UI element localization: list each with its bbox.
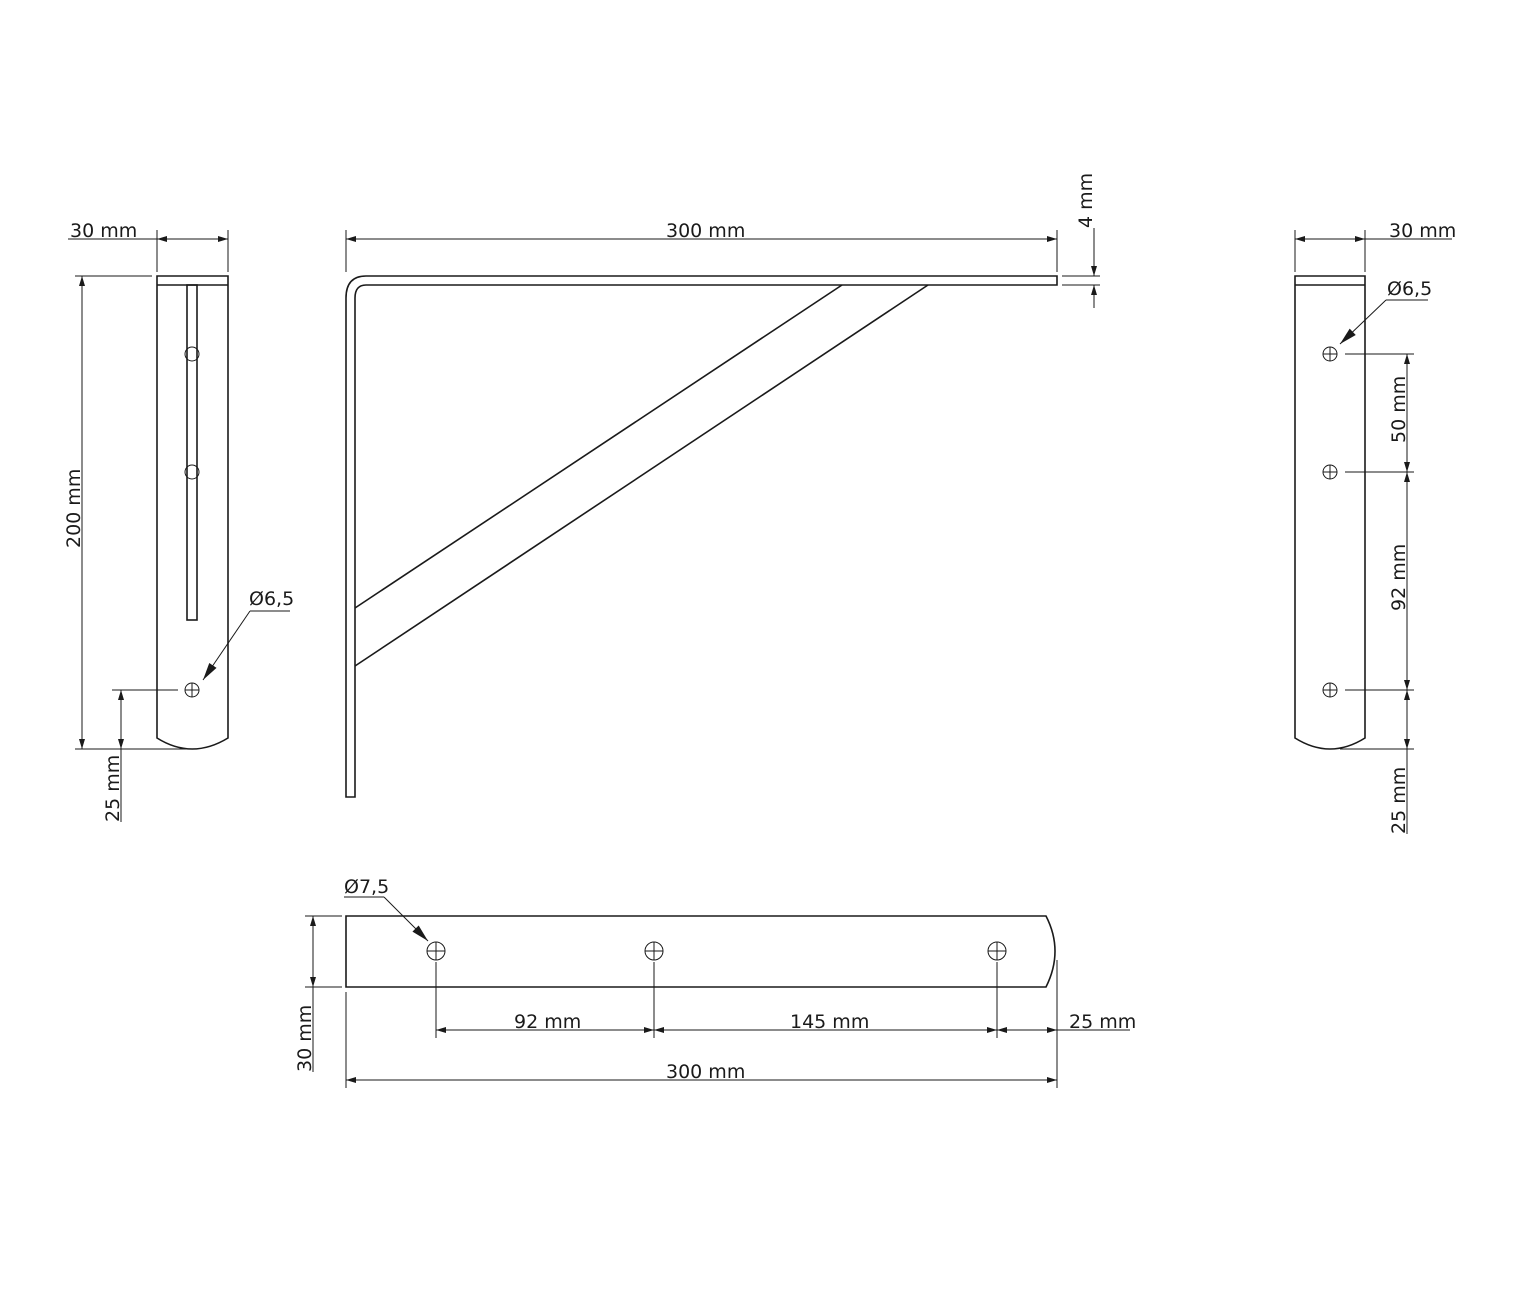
- left-width-label: 30 mm: [70, 220, 137, 242]
- top-arm-view: Ø7,5 30 mm 92 mm 145 mm 25 mm 300 mm: [294, 876, 1136, 1088]
- arm-spacing-2-label: 145 mm: [790, 1011, 869, 1033]
- left-bottom-offset-label: 25 mm: [102, 755, 124, 822]
- right-spacing-mid-label: 92 mm: [1388, 544, 1410, 611]
- front-length-label: 300 mm: [666, 220, 745, 242]
- arm-end-offset-label: 25 mm: [1069, 1011, 1136, 1033]
- left-hole-label: Ø6,5: [249, 588, 294, 610]
- right-hole-label: Ø6,5: [1387, 278, 1432, 300]
- brace-lower-edge: [354, 284, 929, 667]
- arm-hole-3: [987, 941, 1007, 961]
- arm-length-label: 300 mm: [666, 1061, 745, 1083]
- arm-hole-2: [644, 941, 664, 961]
- right-hole-middle: [1322, 464, 1338, 480]
- right-side-view: 30 mm Ø6,5 50 mm 92 mm 25 mm: [1294, 220, 1456, 834]
- arm-hole-label: Ø7,5: [344, 876, 389, 898]
- left-plate-outline: [156, 275, 229, 750]
- arm-spacing-1-label: 92 mm: [514, 1011, 581, 1033]
- arm-width-label: 30 mm: [294, 1005, 316, 1072]
- bracket-profile-outer: [345, 275, 1058, 798]
- left-slot-hole-lower: [184, 464, 200, 480]
- right-hole-bottom: [1322, 682, 1338, 698]
- left-slot: [186, 284, 198, 621]
- right-hole-top: [1322, 346, 1338, 362]
- brace-upper-edge: [354, 284, 843, 609]
- arm-plate-outline: [345, 915, 1056, 988]
- arm-hole-1: [426, 941, 446, 961]
- right-plate-outline: [1294, 275, 1366, 750]
- right-width-label: 30 mm: [1389, 220, 1456, 242]
- right-bottom-offset-label: 25 mm: [1388, 767, 1410, 834]
- left-mounting-hole: [184, 682, 200, 698]
- left-height-label: 200 mm: [63, 469, 85, 548]
- left-side-view: 30 mm 200 mm 25 mm Ø6,5: [63, 220, 294, 822]
- right-spacing-top-label: 50 mm: [1388, 376, 1410, 443]
- left-slot-hole-upper: [184, 346, 200, 362]
- front-thickness-label: 4 mm: [1075, 173, 1097, 228]
- front-view: 300 mm 4 mm: [345, 173, 1100, 798]
